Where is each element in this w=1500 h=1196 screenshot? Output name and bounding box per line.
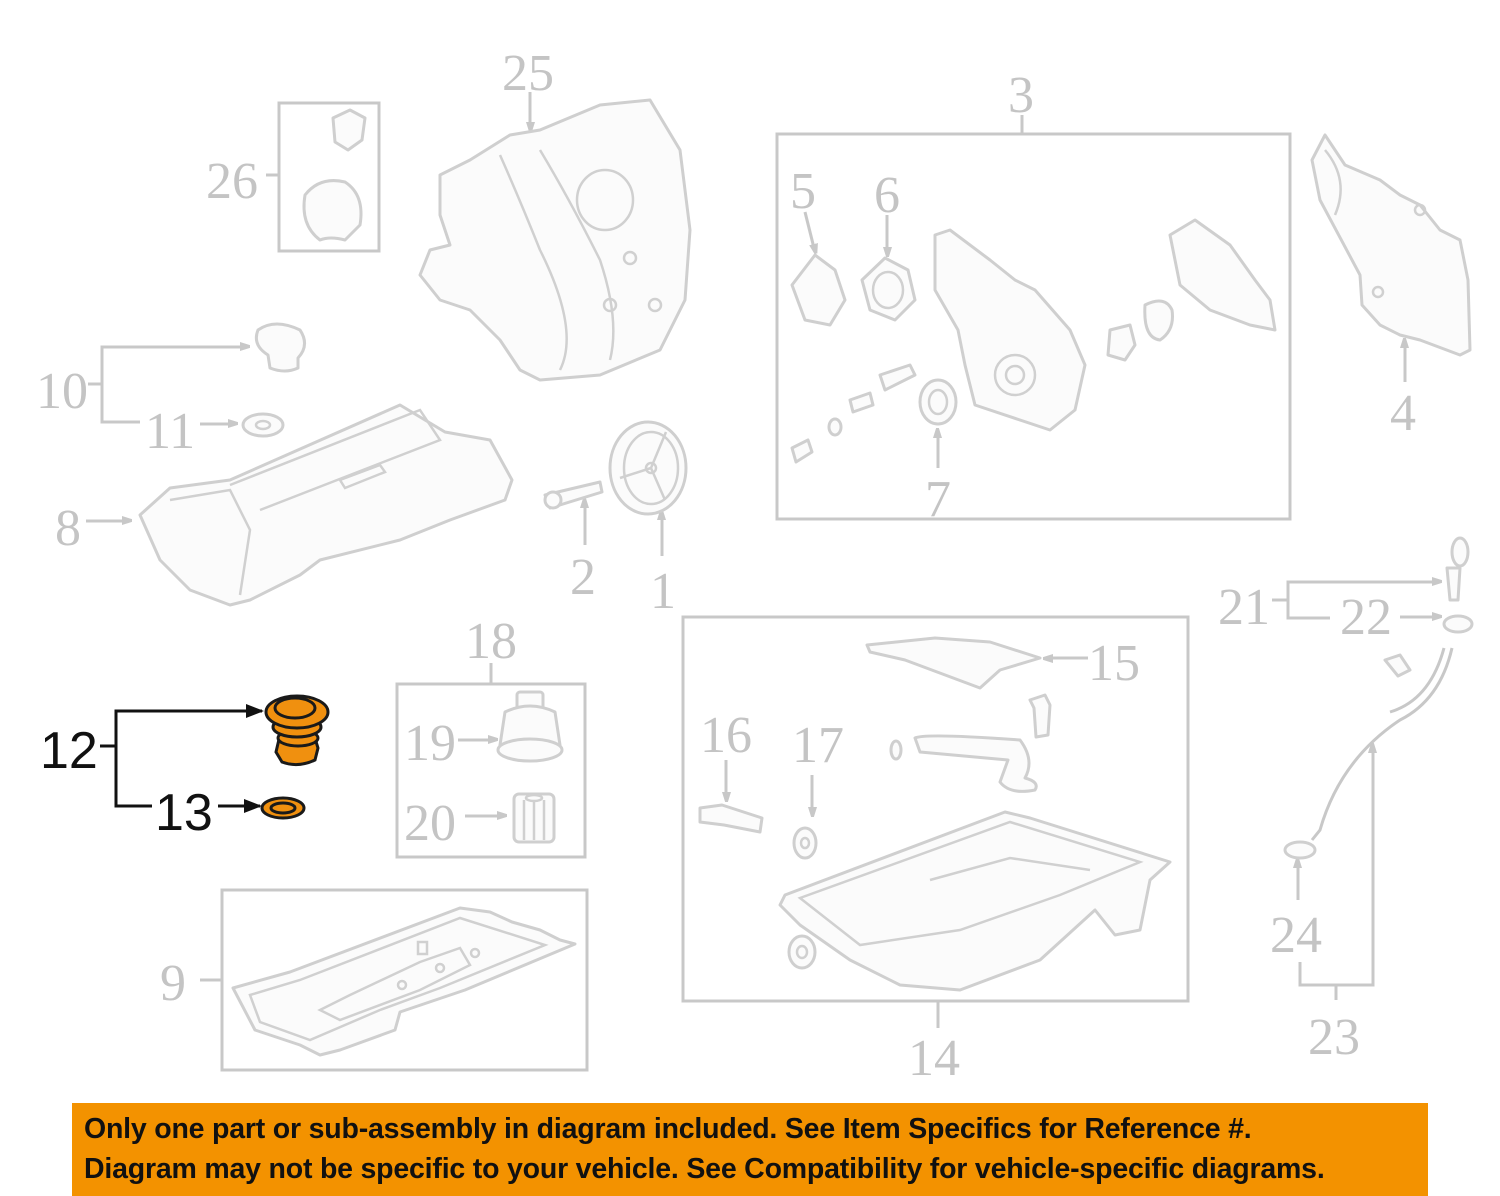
callout-label-9: 9 <box>160 955 186 1012</box>
balancer-part <box>543 420 688 516</box>
callout-18[interactable]: 18 <box>395 613 587 859</box>
callout-label-12: 12 <box>40 722 98 780</box>
box-9 <box>220 888 589 1072</box>
callout-5[interactable]: 5 <box>790 163 816 252</box>
box-26 <box>277 101 381 253</box>
callout-label-26: 26 <box>206 153 258 210</box>
callout-20[interactable]: 20 <box>404 795 505 852</box>
callout-3[interactable]: 3 <box>775 67 1292 521</box>
callout-13[interactable]: 13 <box>155 784 262 842</box>
callout-label-25: 25 <box>502 45 554 102</box>
callout-25[interactable]: 25 <box>502 45 554 130</box>
callout-label-19: 19 <box>404 715 456 772</box>
callout-label-20: 20 <box>404 795 456 852</box>
valve-cover-part <box>138 403 514 607</box>
front-cover-gasket-part <box>1310 133 1472 357</box>
callout-17[interactable]: 17 <box>792 717 844 815</box>
callout-label-4: 4 <box>1390 385 1416 442</box>
disclaimer-line-2: Diagram may not be specific to your vehi… <box>84 1153 1325 1185</box>
callout-label-11: 11 <box>145 403 195 460</box>
callout-23[interactable]: 23 <box>1298 745 1373 1066</box>
callout-label-21: 21 <box>1218 579 1270 636</box>
callout-label-13: 13 <box>155 784 213 842</box>
callout-label-14: 14 <box>908 1030 960 1087</box>
callout-label-16: 16 <box>700 707 752 764</box>
parts-diagram: 25 26 10 11 8 <box>36 45 1474 1087</box>
callout-label-22: 22 <box>1340 589 1392 646</box>
cap-gasket-highlighted[interactable] <box>260 796 306 820</box>
callout-21[interactable]: 21 <box>1218 579 1440 636</box>
callout-22[interactable]: 22 <box>1340 589 1440 646</box>
callout-label-10: 10 <box>36 363 88 420</box>
callout-label-3: 3 <box>1008 67 1034 124</box>
callout-4[interactable]: 4 <box>1390 340 1416 442</box>
callout-12[interactable]: 12 <box>40 704 264 808</box>
callout-label-7: 7 <box>925 471 951 528</box>
callout-label-6: 6 <box>874 167 900 224</box>
callout-14[interactable]: 14 <box>681 615 1190 1087</box>
disclaimer-banner: Only one part or sub-assembly in diagram… <box>72 1103 1428 1196</box>
callout-19[interactable]: 19 <box>404 715 496 772</box>
callout-10[interactable]: 10 <box>36 347 248 424</box>
intake-manifold-part <box>418 98 692 382</box>
callout-label-5: 5 <box>790 163 816 220</box>
oil-filter-parts <box>496 690 564 844</box>
callout-8[interactable]: 8 <box>55 500 130 557</box>
callout-15[interactable]: 15 <box>1045 635 1140 692</box>
valve-cover-gasket-part <box>231 906 577 1057</box>
callout-24[interactable]: 24 <box>1270 860 1322 964</box>
callout-6[interactable]: 6 <box>874 167 900 255</box>
front-cover-parts <box>790 218 1277 464</box>
oil-filler-cap-highlighted[interactable] <box>264 694 330 767</box>
callout-label-17: 17 <box>792 717 844 774</box>
oil-pan-parts <box>698 636 1172 992</box>
disclaimer-line-1: Only one part or sub-assembly in diagram… <box>84 1113 1252 1145</box>
callout-9[interactable]: 9 <box>160 888 589 1072</box>
callout-label-2: 2 <box>570 549 596 606</box>
callout-7[interactable]: 7 <box>925 430 951 528</box>
callout-11[interactable]: 11 <box>145 403 236 460</box>
callout-26[interactable]: 26 <box>206 101 381 253</box>
callout-16[interactable]: 16 <box>700 707 752 800</box>
filler-cap-grey-part <box>241 322 306 438</box>
box-18 <box>395 682 587 859</box>
callout-label-23: 23 <box>1308 1009 1360 1066</box>
callout-label-8: 8 <box>55 500 81 557</box>
callout-2[interactable]: 2 <box>570 500 596 606</box>
callout-1[interactable]: 1 <box>650 512 676 620</box>
callout-label-15: 15 <box>1088 635 1140 692</box>
callout-label-1: 1 <box>650 563 676 620</box>
box-3 <box>775 132 1292 521</box>
manifold-gasket-part <box>302 108 367 242</box>
dipstick-parts <box>1283 536 1474 860</box>
box-14 <box>681 615 1190 1003</box>
callout-label-18: 18 <box>465 613 517 670</box>
callout-label-24: 24 <box>1270 907 1322 964</box>
